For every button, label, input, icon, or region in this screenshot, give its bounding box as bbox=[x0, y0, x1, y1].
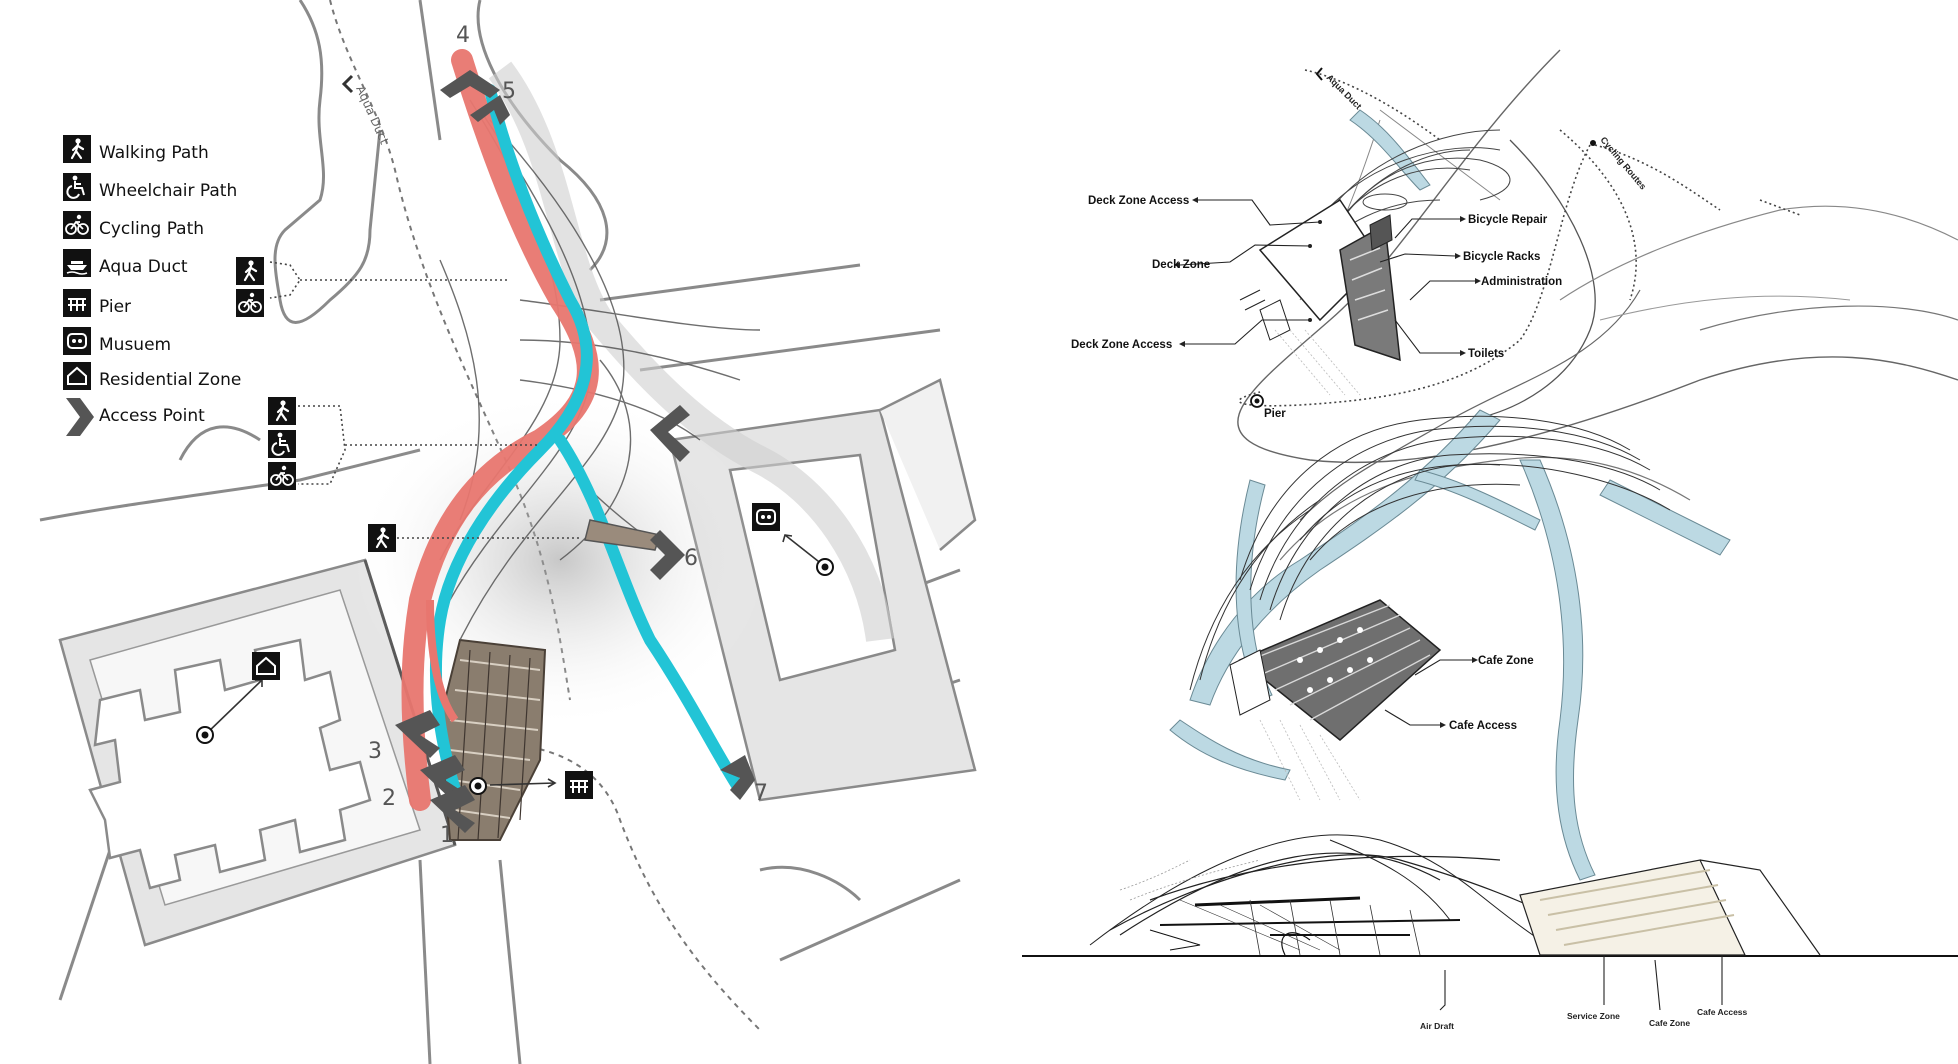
residential-marker-icon bbox=[196, 726, 214, 744]
access-point-3-chevron-icon bbox=[395, 710, 440, 758]
callout-administration: Administration bbox=[1481, 276, 1562, 288]
legend-label-cycling: Cycling Path bbox=[99, 219, 204, 239]
legend-wheelchair-icon bbox=[63, 173, 91, 201]
section-label-cafe-access: Cafe Access bbox=[1697, 1007, 1748, 1017]
access-chevrons bbox=[395, 70, 755, 833]
callout-cafe-zone: Cafe Zone bbox=[1478, 655, 1534, 667]
legend-chevron-right-icon bbox=[66, 398, 94, 436]
pier-marker-icon bbox=[469, 777, 487, 795]
callout-cafe-access: Cafe Access bbox=[1449, 720, 1517, 732]
access-point-3-label: 3 bbox=[368, 739, 382, 764]
upper-deck-volume bbox=[1239, 198, 1401, 396]
plan-leaders bbox=[269, 261, 580, 539]
access-point-1-label: 1 bbox=[440, 823, 454, 848]
legend-bicycle-icon bbox=[63, 211, 91, 239]
axo-leaders bbox=[1179, 199, 1723, 1011]
plan-bicycle-icon bbox=[236, 289, 264, 317]
ghost-path bbox=[488, 61, 894, 642]
plan-house-icon bbox=[252, 652, 280, 680]
callout-deck-zone-access-top: Deck Zone Access bbox=[1088, 195, 1189, 207]
legend-museum-icon bbox=[63, 327, 91, 355]
axonometric-view: Aqua Duct Cycling Routes Pier Deck Zone … bbox=[1022, 49, 1958, 1031]
access-point-junction-chevron-icon bbox=[650, 405, 690, 462]
pier-deck bbox=[438, 638, 547, 841]
access-point-4-label: 4 bbox=[456, 23, 470, 48]
access-point-4-chevron-icon bbox=[440, 70, 500, 98]
plan-walking-icon bbox=[236, 257, 264, 285]
axo-cycling-label: Cycling Routes bbox=[1598, 135, 1648, 192]
legend-label-residential: Residential Zone bbox=[99, 370, 241, 390]
plan-pier-icon bbox=[565, 771, 593, 799]
pointer-arrows bbox=[204, 534, 824, 788]
museum-marker-icon bbox=[816, 558, 834, 576]
legend-label-pier: Pier bbox=[99, 297, 131, 317]
cafe-slab bbox=[1229, 599, 1442, 801]
residential-block bbox=[58, 558, 457, 947]
legend-label-walking: Walking Path bbox=[99, 143, 209, 163]
axo-cycling-marker-icon bbox=[1590, 140, 1596, 146]
callout-deck-zone: Deck Zone bbox=[1152, 259, 1210, 271]
callout-toilets: Toilets bbox=[1468, 348, 1504, 360]
section-label-cafe-zone: Cafe Zone bbox=[1649, 1018, 1690, 1028]
section-view bbox=[1022, 834, 1958, 957]
axo-aqueduct-label: Aqua Duct bbox=[1325, 72, 1364, 111]
plan-museum-icon bbox=[752, 503, 780, 531]
aqueduct-label: Aqua Duct bbox=[353, 84, 391, 147]
site-plan: Aqua Duct bbox=[39, 0, 977, 1064]
legend-label-museum: Musuem bbox=[99, 335, 171, 355]
shell-ribbons bbox=[1169, 49, 1958, 881]
callout-deck-zone-access-bottom: Deck Zone Access bbox=[1071, 339, 1172, 351]
aqueduct-arrow-icon bbox=[341, 74, 354, 94]
access-point-6-label: 6 bbox=[684, 546, 698, 571]
legend-house-icon bbox=[63, 362, 91, 390]
strand-bundle-middle bbox=[1189, 415, 1671, 691]
access-point-6-chevron-icon bbox=[650, 530, 685, 580]
legend-label-aqueduct: Aqua Duct bbox=[99, 257, 188, 277]
access-point-7-label: 7 bbox=[754, 781, 768, 806]
axo-dashed-routes bbox=[1238, 69, 1801, 407]
section-label-air-draft: Air Draft bbox=[1420, 1021, 1454, 1031]
access-point-5-chevron-icon bbox=[470, 95, 510, 125]
plan-walking-icon-3 bbox=[368, 524, 396, 552]
cycling-path-east bbox=[554, 434, 746, 796]
axo-pier-label: Pier bbox=[1264, 408, 1286, 420]
walking-path bbox=[401, 49, 599, 811]
axo-aqueduct-arrow-icon bbox=[1315, 67, 1323, 81]
access-point-2-label: 2 bbox=[382, 786, 396, 811]
axo-leader-heads bbox=[1174, 197, 1481, 728]
plan-wheelchair-icon bbox=[268, 430, 296, 458]
legend-boat-icon bbox=[63, 249, 91, 277]
access-point-5-label: 5 bbox=[502, 79, 516, 104]
legend-pier-icon bbox=[63, 289, 91, 317]
plan-walking-icon-2 bbox=[268, 397, 296, 425]
callout-bicycle-racks: Bicycle Racks bbox=[1463, 251, 1540, 263]
axo-pier-marker-icon bbox=[1250, 394, 1264, 408]
section-label-service-zone: Service Zone bbox=[1567, 1011, 1620, 1021]
legend-label-wheelchair: Wheelchair Path bbox=[99, 181, 237, 201]
deck-ramp bbox=[584, 519, 661, 551]
callout-bicycle-repair: Bicycle Repair bbox=[1468, 214, 1548, 226]
aqueduct-line bbox=[329, 0, 571, 701]
access-point-7-chevron-icon bbox=[720, 755, 755, 800]
plan-bicycle-icon-2 bbox=[268, 462, 296, 490]
legend-walking-icon bbox=[63, 135, 91, 163]
legend: Walking Path Wheelchair Path Cycling Pat… bbox=[63, 135, 241, 436]
legend-label-access-point: Access Point bbox=[99, 406, 205, 426]
walking-path-west bbox=[426, 599, 459, 723]
access-point-1-chevron-icon bbox=[430, 785, 475, 833]
